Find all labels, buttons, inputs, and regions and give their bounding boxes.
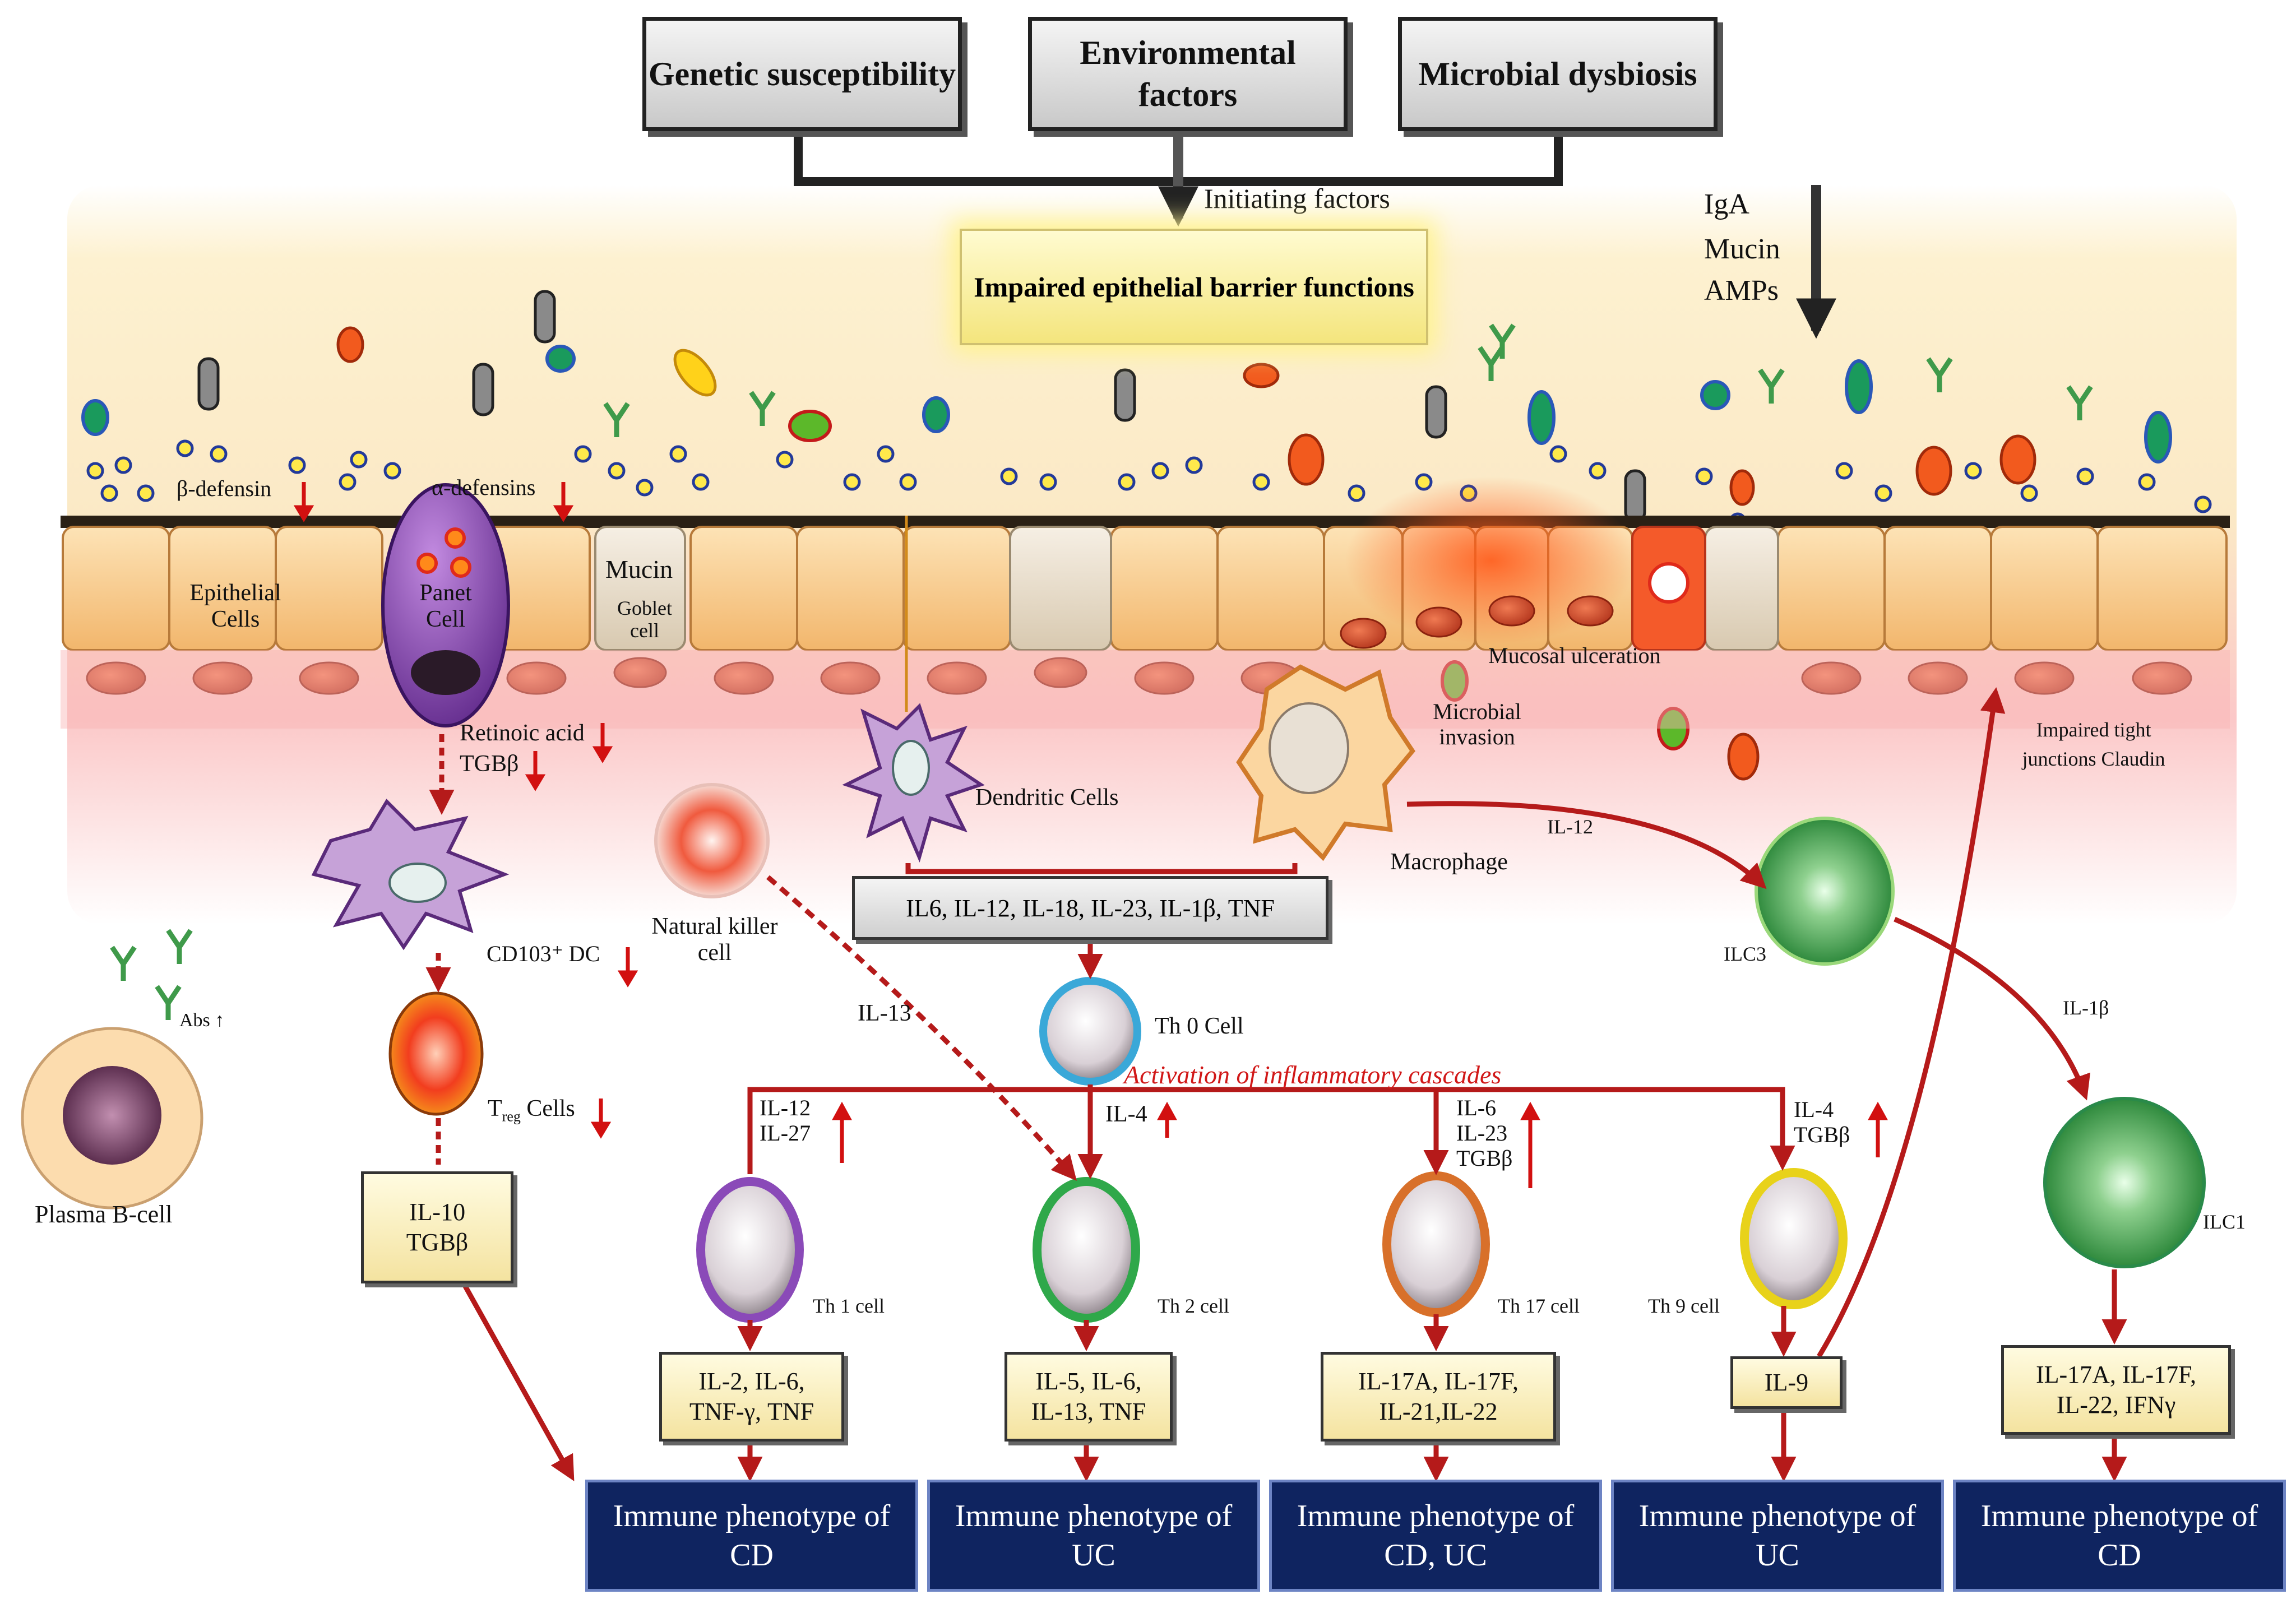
- iga-label: IgA: [1704, 188, 1749, 220]
- environmental-label: Environmental factors: [1080, 34, 1296, 113]
- th17-inputs-label: IL-6 IL-23 TGBβ: [1456, 1095, 1513, 1171]
- il12-macrophage-label: IL-12: [1547, 815, 1593, 838]
- panet-cell-label: Panet Cell: [419, 580, 472, 633]
- phenotype-box-4: Immune phenotype of UC: [1611, 1480, 1944, 1592]
- beta-defensin-label: β-defensin: [177, 476, 272, 501]
- goblet-cell-label: Goblet cell: [617, 597, 672, 642]
- phenotype-label-1: Immune phenotype of CD: [613, 1499, 891, 1573]
- plasma-b-cell-shape: [21, 1027, 203, 1209]
- th2-output-box: IL-5, IL-6, IL-13, TNF: [1004, 1352, 1173, 1442]
- impaired-barrier-box: Impaired epithelial barrier functions: [960, 229, 1428, 345]
- plasma-b-cell-label: Plasma B-cell: [35, 1201, 173, 1228]
- th9-label: Th 9 cell: [1648, 1295, 1720, 1317]
- tgb-top-label: TGBβ: [460, 751, 519, 777]
- panet-cell-shape: [381, 483, 510, 727]
- genetic-label: Genetic susceptibility: [648, 55, 956, 92]
- dendritic-cells-label: Dendritic Cells: [975, 785, 1119, 810]
- dendritic-cell-shape: [842, 516, 985, 863]
- phenotype-box-2: Immune phenotype of UC: [927, 1480, 1260, 1592]
- phenotype-label-4: Immune phenotype of UC: [1638, 1499, 1917, 1573]
- pathway-arrows: [425, 687, 2127, 1482]
- ilc1-label: ILC1: [2203, 1211, 2246, 1233]
- cd103-dc-shape: [311, 799, 510, 951]
- treg-output-box: IL-10 TGBβ: [361, 1171, 513, 1283]
- ilc1-output-label: IL-17A, IL-17F, IL-22, IFNγ: [2035, 1361, 2197, 1419]
- microbial-dysbiosis-box: Microbial dysbiosis: [1398, 17, 1718, 131]
- impaired-barrier-label: Impaired epithelial barrier functions: [974, 271, 1414, 303]
- th17-output-box: IL-17A, IL-17F, IL-21,IL-22: [1321, 1352, 1556, 1442]
- environmental-factors-box: Environmental factors: [1028, 17, 1348, 131]
- genetic-susceptibility-box: Genetic susceptibility: [642, 17, 962, 131]
- th2-label: Th 2 cell: [1158, 1295, 1229, 1317]
- ilc1-shape: [2043, 1097, 2206, 1268]
- treg-subscript: reg: [502, 1108, 521, 1125]
- il13-label: IL-13: [858, 1000, 911, 1026]
- phenotype-label-2: Immune phenotype of UC: [955, 1499, 1233, 1573]
- treg-cells-word: Cells: [526, 1096, 575, 1121]
- th2-output-label: IL-5, IL-6, IL-13, TNF: [1031, 1368, 1146, 1425]
- retinoic-acid-label: Retinoic acid: [460, 720, 585, 746]
- mucin-label: Mucin: [605, 555, 673, 583]
- macrophage-shape: [1236, 664, 1415, 861]
- phenotype-box-5: Immune phenotype of CD: [1953, 1480, 2286, 1592]
- phenotype-label-5: Immune phenotype of CD: [1980, 1499, 2258, 1573]
- th9-inputs-label: IL-4 TGBβ: [1794, 1097, 1850, 1147]
- treg-cell-shape: [388, 991, 484, 1116]
- th0-label: Th 0 Cell: [1155, 1013, 1244, 1039]
- th9-output-box: IL-9: [1730, 1356, 1843, 1409]
- activation-cascade-label: Activation of inflammatory cascades: [1124, 1060, 1502, 1089]
- th17-output-label: IL-17A, IL-17F, IL-21,IL-22: [1358, 1368, 1519, 1425]
- treg-label: Treg Cells: [488, 1096, 575, 1125]
- th1-label: Th 1 cell: [813, 1295, 885, 1317]
- phenotype-box-3: Immune phenotype of CD, UC: [1269, 1480, 1602, 1592]
- th9-output-label: IL-9: [1764, 1369, 1809, 1397]
- epithelial-cells-label: Epithelial Cells: [189, 580, 281, 633]
- abs-label: Abs ↑: [179, 1010, 225, 1031]
- il4-th2-label: IL-4: [1105, 1101, 1147, 1127]
- amps-label: AMPs: [1704, 275, 1779, 307]
- cytokines-top-label: IL6, IL-12, IL-18, IL-23, IL-1β, TNF: [906, 894, 1275, 922]
- mucin-lumen-label: Mucin: [1704, 233, 1780, 265]
- th-cell-shapes: [696, 977, 1848, 1323]
- th1-inputs-label: IL-12 IL-27: [760, 1095, 811, 1146]
- microbial-label: Microbial dysbiosis: [1418, 55, 1697, 92]
- il1b-label: IL-1β: [2063, 997, 2109, 1019]
- ilc3-label: ILC3: [1724, 943, 1766, 965]
- mucosal-ulceration-label: Mucosal ulceration: [1488, 643, 1661, 668]
- treg-main: T: [488, 1096, 502, 1121]
- lumen-microbes: [81, 290, 2212, 1020]
- cytokines-top-box: IL6, IL-12, IL-18, IL-23, IL-1β, TNF: [852, 876, 1328, 940]
- th1-output-label: IL-2, IL-6, TNF-γ, TNF: [689, 1368, 814, 1425]
- microbial-invasion-label: Microbial invasion: [1433, 699, 1521, 749]
- natural-killer-label: Natural killer cell: [651, 914, 778, 966]
- th1-output-box: IL-2, IL-6, TNF-γ, TNF: [659, 1352, 844, 1442]
- ilc3-shape: [1755, 817, 1895, 966]
- tight-junctions-label: Impaired tight junctions Claudin: [2022, 719, 2165, 771]
- nk-cell-shape: [654, 783, 770, 898]
- treg-output-label: IL-10 TGBβ: [406, 1198, 469, 1256]
- macrophage-label: Macrophage: [1390, 849, 1508, 875]
- cd103-dc-label: CD103⁺ DC: [487, 941, 600, 966]
- ilc1-output-box: IL-17A, IL-17F, IL-22, IFNγ: [2001, 1345, 2231, 1435]
- alpha-defensins-label: α-defensins: [432, 475, 536, 500]
- phenotype-label-3: Immune phenotype of CD, UC: [1297, 1499, 1575, 1573]
- phenotype-box-1: Immune phenotype of CD: [585, 1480, 918, 1592]
- th17-label: Th 17 cell: [1498, 1295, 1580, 1317]
- initiating-factors-label: Initiating factors: [1204, 183, 1390, 214]
